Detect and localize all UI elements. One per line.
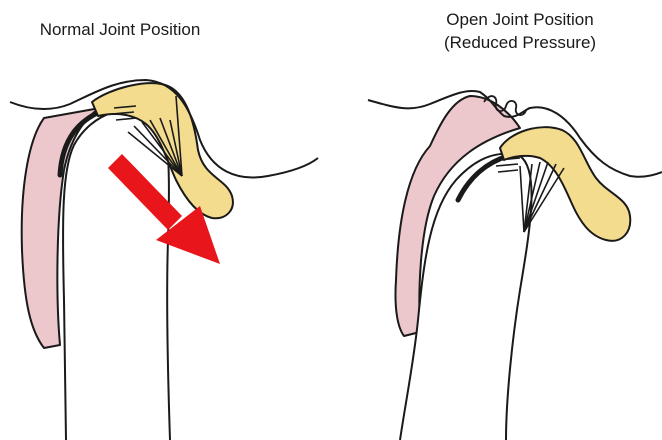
- normal-joint: [10, 80, 318, 440]
- open-joint: [368, 91, 662, 440]
- normal-condyle: [63, 108, 170, 440]
